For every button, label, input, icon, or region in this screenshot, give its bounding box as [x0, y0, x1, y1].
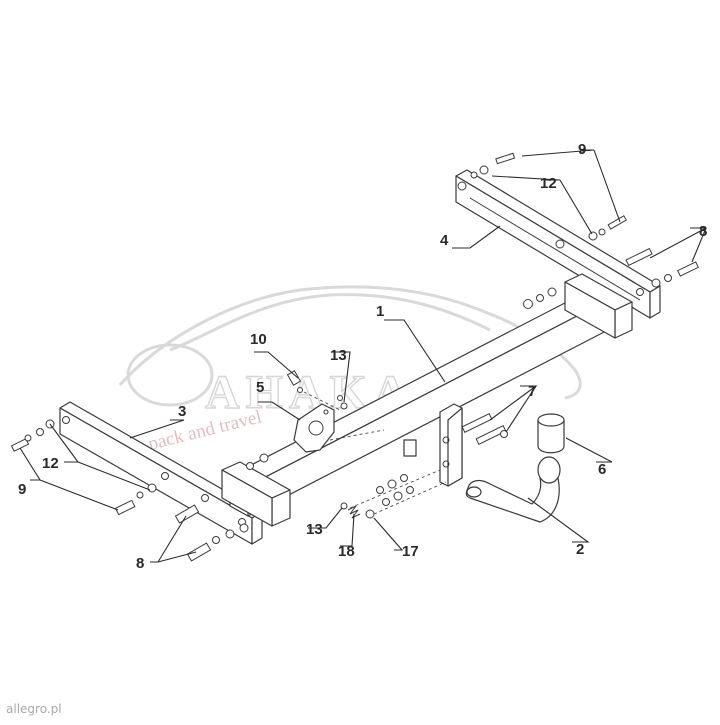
- assembly-guide-lines: [303, 391, 447, 515]
- callout-1: 1: [376, 303, 384, 320]
- callout-8b: 8: [136, 555, 144, 572]
- watermark-car-roof: [169, 293, 491, 352]
- electrical-socket-bracket: [293, 403, 335, 453]
- callout-labels: 1 2 3 4 5 6 7 8 8 9 9 10 12 12 13 13 17 …: [18, 141, 707, 572]
- ball-cover-cap: [537, 413, 565, 454]
- bolt-set-8-left: [174, 504, 249, 562]
- callout-5: 5: [256, 379, 264, 396]
- callout-3: 3: [178, 403, 186, 420]
- nut-set-crossbar-right: [523, 287, 557, 309]
- callout-2: 2: [576, 541, 584, 558]
- callout-17: 17: [402, 543, 419, 560]
- callout-4: 4: [440, 232, 449, 249]
- bolt-set-8-right: [625, 247, 699, 288]
- callout-10: 10: [250, 331, 267, 348]
- callout-7: 7: [528, 383, 536, 400]
- watermark-car-outline: [118, 285, 582, 400]
- leader-lines: [19, 149, 707, 563]
- callout-13b: 13: [306, 521, 323, 538]
- spring-and-nut-17-18: [340, 502, 375, 519]
- bolt-set-7: [461, 413, 508, 445]
- left-mounting-bracket: [59, 401, 263, 545]
- callout-6: 6: [598, 461, 606, 478]
- callout-18: 18: [338, 543, 355, 560]
- watermark-wheel-arc: [126, 343, 214, 407]
- callout-12b: 12: [42, 455, 59, 472]
- source-watermark: allegro.pl: [6, 702, 62, 716]
- bolt-set-9-right: [470, 152, 627, 241]
- right-mounting-bracket: [455, 169, 661, 319]
- callout-12a: 12: [540, 175, 557, 192]
- tow-ball-neck: [465, 456, 561, 523]
- bolt-set-10-13: [246, 370, 348, 470]
- ball-neck-mounting-plate: [403, 403, 463, 487]
- fasteners: [10, 152, 699, 562]
- callout-13a: 13: [330, 347, 347, 364]
- callout-9a: 9: [578, 141, 586, 158]
- callout-8a: 8: [699, 223, 707, 240]
- nut-set-neck: [376, 474, 414, 506]
- callout-9b: 9: [18, 481, 26, 498]
